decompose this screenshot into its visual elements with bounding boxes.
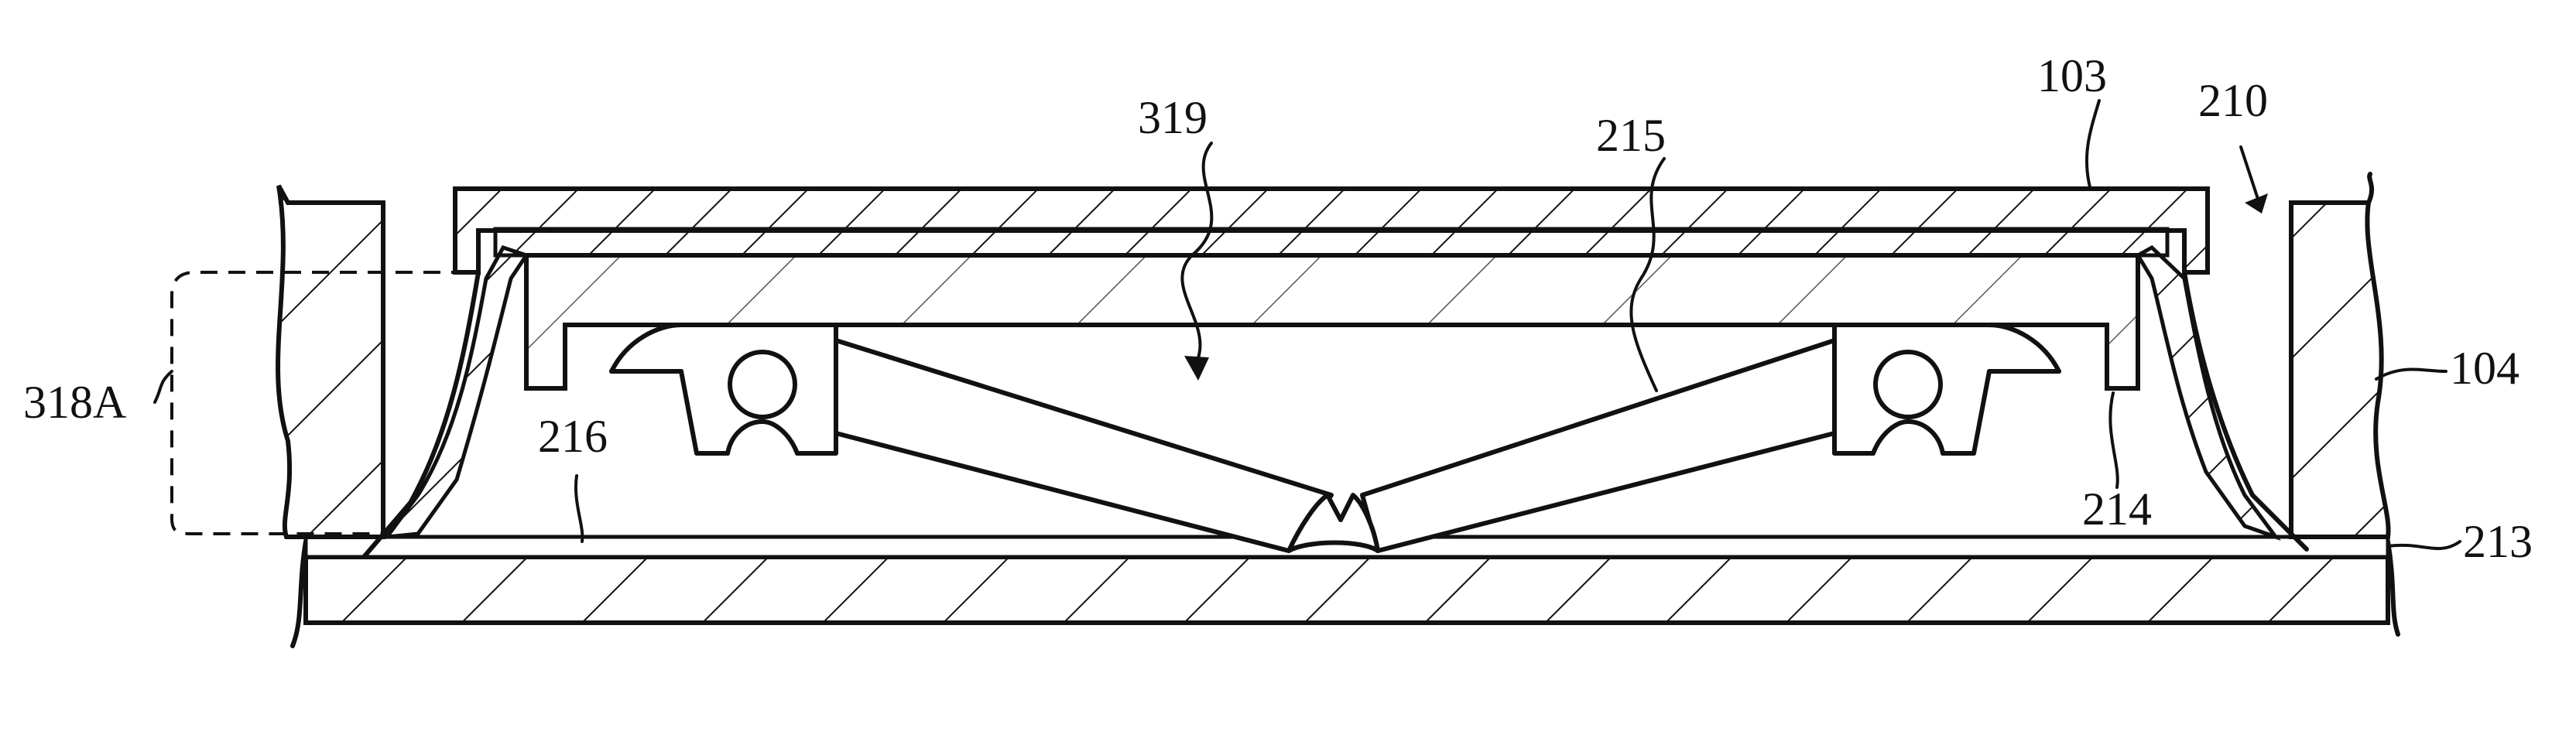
left-housing-wall xyxy=(276,184,385,539)
label-318A: 318A xyxy=(23,377,126,428)
label-214: 214 xyxy=(2082,483,2152,535)
right-hinge-bracket xyxy=(1832,323,2061,456)
left-hinge-bracket xyxy=(609,323,838,456)
right-housing-wall xyxy=(2289,172,2391,539)
leader-lines xyxy=(153,99,2461,551)
right-flexible-skirt xyxy=(2135,244,2309,552)
label-210: 210 xyxy=(2198,75,2268,126)
label-319: 319 xyxy=(1138,92,1208,143)
label-213: 213 xyxy=(2463,516,2533,567)
label-215: 215 xyxy=(1596,110,1666,161)
base-substrate xyxy=(290,539,2400,648)
label-216: 216 xyxy=(538,411,608,462)
keycap-support-plate xyxy=(524,253,2140,391)
reference-labels: 103 210 319 215 104 318A 216 214 213 xyxy=(23,50,2533,567)
inner-cap-layer xyxy=(493,227,2170,258)
left-flexible-skirt xyxy=(361,244,529,559)
label-104: 104 xyxy=(2450,343,2519,394)
label-103: 103 xyxy=(2037,50,2107,101)
region-318A-bracket xyxy=(170,271,468,535)
left-butterfly-wing xyxy=(834,338,1334,553)
right-butterfly-wing xyxy=(1360,338,1837,553)
center-hinge xyxy=(1286,493,1380,553)
